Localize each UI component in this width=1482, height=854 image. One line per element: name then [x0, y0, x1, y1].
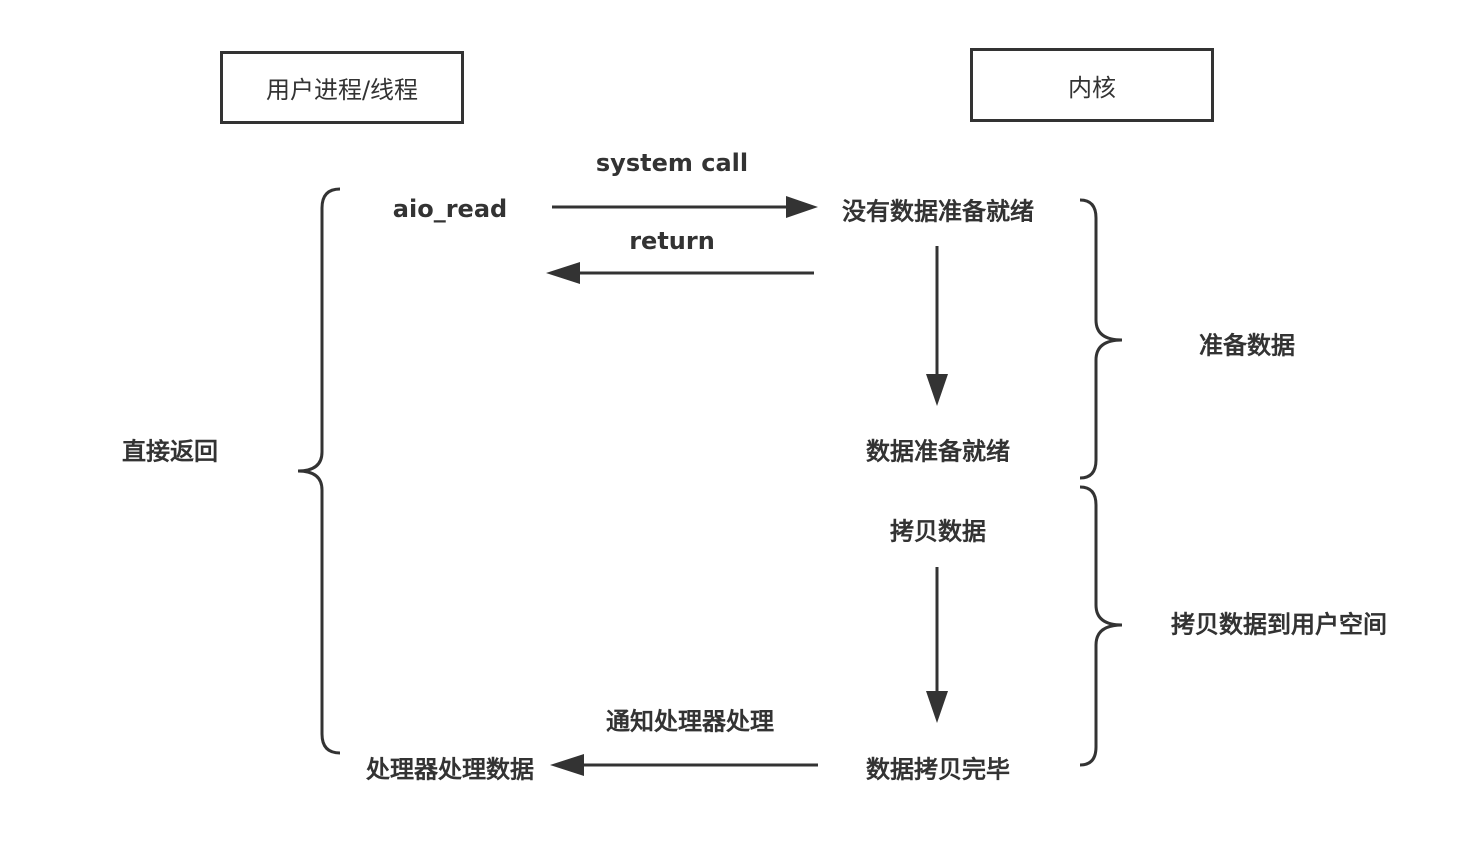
return-label: return: [629, 227, 715, 255]
ready-label: 数据准备就绪: [866, 437, 1010, 466]
user-process-label: 用户进程/线程: [265, 76, 419, 104]
not-ready-label: 没有数据准备就绪: [842, 197, 1034, 226]
copy-done-label: 数据拷贝完毕: [866, 755, 1010, 784]
notify-label: 通知处理器处理: [606, 707, 774, 736]
syscall-label: system call: [595, 149, 749, 177]
kernel-box: 内核: [970, 48, 1214, 122]
handle-data-label: 处理器处理数据: [366, 755, 534, 784]
copy-to-user-label: 拷贝数据到用户空间: [1171, 610, 1387, 639]
syscall-arrow: [552, 196, 818, 218]
left-brace: [297, 187, 341, 755]
kernel-label: 内核: [1068, 73, 1116, 102]
copy-label: 拷贝数据: [890, 517, 986, 546]
aio-read-label: aio_read: [392, 195, 508, 223]
notify-arrow: [550, 754, 818, 776]
prepare-brace: [1079, 198, 1123, 480]
direct-return-label: 直接返回: [122, 437, 218, 466]
copy-brace: [1079, 485, 1123, 767]
prepare-down-arrow: [926, 246, 948, 406]
prepare-data-label: 准备数据: [1199, 331, 1295, 360]
return-arrow: [546, 262, 814, 284]
user-process-box: 用户进程/线程: [220, 51, 464, 124]
copy-down-arrow: [926, 567, 948, 723]
